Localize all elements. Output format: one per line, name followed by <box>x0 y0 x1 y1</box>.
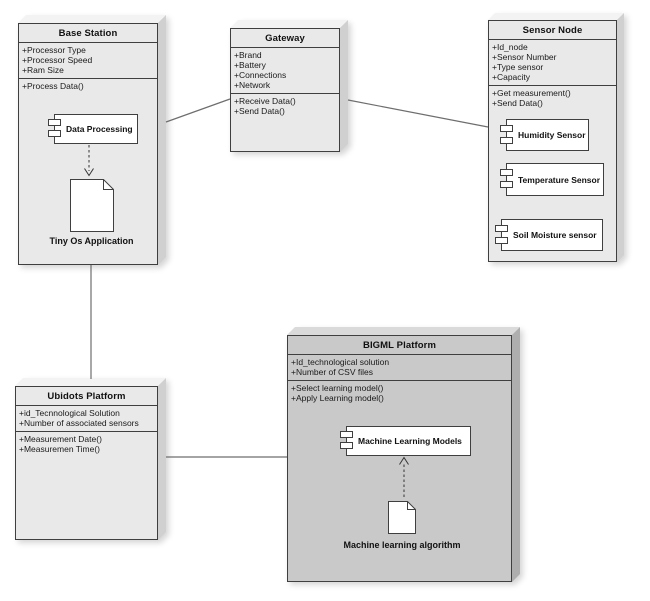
node-base-station[interactable]: Base Station +Processor Type +Processor … <box>18 15 166 265</box>
attribute: +Number of CSV files <box>291 367 373 377</box>
artifact-label: Machine learning algorithm <box>343 540 461 550</box>
operation: +Receive Data() <box>234 96 296 106</box>
component-label: Humidity Sensor <box>518 130 586 140</box>
operation: +Get measurement() <box>492 88 571 98</box>
attribute: +Network <box>234 80 271 90</box>
operation: +Send Data() <box>234 106 285 116</box>
artifact-machine-learning-algorithm[interactable] <box>388 501 416 534</box>
component-icon <box>500 125 513 132</box>
node-front: BIGML Platform +Id_technological solutio… <box>287 335 512 582</box>
node-title: BIGML Platform <box>288 336 511 355</box>
attribute: +Ram Size <box>22 65 64 75</box>
node-title: Base Station <box>19 24 157 43</box>
component-icon <box>500 169 513 176</box>
operations-compartment: +Get measurement() +Send Data() <box>489 86 616 111</box>
node-front: Gateway +Brand +Battery +Connections +Ne… <box>230 28 340 152</box>
node-ubidots-platform[interactable]: Ubidots Platform +id_Tecnnological Solut… <box>15 378 166 540</box>
attributes-compartment: +Id_node +Sensor Number +Type sensor +Ca… <box>489 40 616 86</box>
edge-base-station-gateway <box>165 98 231 123</box>
component-data-processing[interactable]: Data Processing <box>48 114 138 144</box>
component-icon <box>48 119 61 126</box>
component-icon <box>340 431 353 438</box>
operation: +Measurement Date() <box>19 434 102 444</box>
attribute: +Sensor Number <box>492 52 557 62</box>
component-machine-learning-models[interactable]: Machine Learning Models <box>340 426 471 456</box>
component-icon <box>500 181 513 188</box>
node-front: Base Station +Processor Type +Processor … <box>18 23 158 265</box>
operations-compartment: +Measurement Date() +Measuremen Time() <box>16 432 157 457</box>
component-label: Machine Learning Models <box>358 436 462 446</box>
component-icon <box>500 137 513 144</box>
operation: +Select learning model() <box>291 383 384 393</box>
node-gateway[interactable]: Gateway +Brand +Battery +Connections +Ne… <box>230 20 348 152</box>
attribute: +id_Tecnnological Solution <box>19 408 120 418</box>
artifact-tiny-os-application[interactable] <box>70 179 114 232</box>
operation: +Send Data() <box>492 98 543 108</box>
component-icon <box>495 225 508 232</box>
component-temperature-sensor[interactable]: Temperature Sensor <box>500 163 604 196</box>
attribute: +Battery <box>234 60 266 70</box>
attribute: +Capacity <box>492 72 531 82</box>
operations-compartment: +Receive Data() +Send Data() <box>231 94 339 119</box>
node-sensor-node[interactable]: Sensor Node +Id_node +Sensor Number +Typ… <box>488 13 624 262</box>
edge-gateway-sensor-node <box>347 99 489 128</box>
attribute: +Id_technological solution <box>291 357 390 367</box>
attributes-compartment: +Id_technological solution +Number of CS… <box>288 355 511 381</box>
operation: +Apply Learning model() <box>291 393 384 403</box>
attribute: +Type sensor <box>492 62 544 72</box>
attributes-compartment: +Processor Type +Processor Speed +Ram Si… <box>19 43 157 79</box>
operations-compartment: +Select learning model() +Apply Learning… <box>288 381 511 406</box>
node-bigml-platform[interactable]: BIGML Platform +Id_technological solutio… <box>287 327 520 582</box>
component-label: Soil Moisture sensor <box>513 230 597 240</box>
component-icon <box>495 237 508 244</box>
attribute: +Number of associated sensors <box>19 418 139 428</box>
node-front: Ubidots Platform +id_Tecnnological Solut… <box>15 386 158 540</box>
attribute: +Connections <box>234 70 287 80</box>
attribute: +Processor Type <box>22 45 86 55</box>
document-icon <box>70 179 114 232</box>
component-icon <box>340 442 353 449</box>
component-label: Temperature Sensor <box>518 174 601 185</box>
attributes-compartment: +Brand +Battery +Connections +Network <box>231 48 339 94</box>
component-icon <box>48 130 61 137</box>
node-title: Gateway <box>231 29 339 48</box>
component-humidity-sensor[interactable]: Humidity Sensor <box>500 119 589 151</box>
attributes-compartment: +id_Tecnnological Solution +Number of as… <box>16 406 157 432</box>
operations-compartment: +Process Data() <box>19 79 157 94</box>
node-title: Ubidots Platform <box>16 387 157 406</box>
component-label: Data Processing <box>66 124 133 134</box>
node-title: Sensor Node <box>489 21 616 40</box>
attribute: +Brand <box>234 50 262 60</box>
artifact-label: Tiny Os Application <box>49 236 134 246</box>
operation: +Measuremen Time() <box>19 444 101 454</box>
attribute: +Id_node <box>492 42 528 52</box>
attribute: +Processor Speed <box>22 55 93 65</box>
document-icon <box>388 501 416 534</box>
component-soil-moisture-sensor[interactable]: Soil Moisture sensor <box>495 219 603 251</box>
operation: +Process Data() <box>22 81 84 91</box>
node-front: Sensor Node +Id_node +Sensor Number +Typ… <box>488 20 617 262</box>
